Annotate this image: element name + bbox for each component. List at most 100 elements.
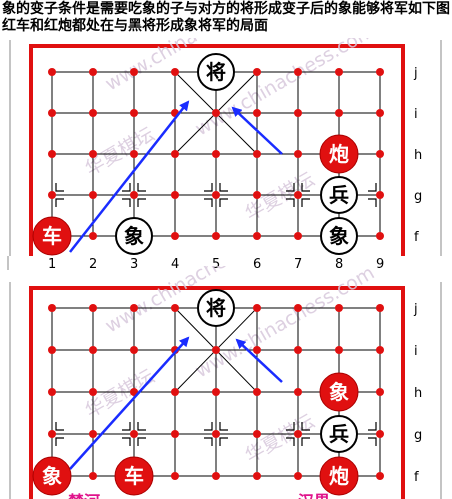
marker [137,183,146,192]
file-number-strip [8,256,444,270]
piece-disc [320,176,358,214]
point [376,430,384,438]
river-label-left: 禁河 [68,492,100,499]
marker [137,422,146,431]
file-number: 2 [89,257,97,270]
piece-disc [197,289,235,327]
file-number: 1 [48,257,56,270]
point [89,68,97,76]
caption: 象的变子条件是需要吃象的子与对方的将形成变子后的象能够将军如下图红车和红炮都处在… [2,1,450,34]
file-number: 5 [212,257,220,270]
file-number: 9 [376,257,384,270]
marker [286,437,295,446]
marker [368,183,377,192]
rank-letter: i [414,107,418,122]
point [294,150,302,158]
board-bottom-svg: www.chinachess.com华夏棋坛www.chinachess.com… [9,266,442,499]
red-chariot: 车 [32,216,72,256]
marker [286,183,295,192]
point [89,191,97,199]
point [253,346,261,354]
marker [204,183,213,192]
marker [368,437,377,446]
marker [122,422,131,431]
point [294,68,302,76]
marker [368,422,377,431]
point [212,346,220,354]
point [171,388,179,396]
point [212,109,220,117]
point [294,346,302,354]
red-elephant-1: 象 [319,372,359,412]
point [335,68,343,76]
file-number: 6 [253,257,261,270]
point [171,232,179,240]
point [212,191,220,199]
rank-letter: j [413,302,418,317]
marker [301,183,310,192]
move-arrow [69,336,190,470]
marker [122,198,131,207]
piece-label: 兵 [329,422,349,446]
piece-disc [319,134,359,174]
marker [55,183,64,192]
point [48,191,56,199]
board-frame [29,44,405,270]
rank-letter: j [413,66,418,81]
piece-disc [114,456,154,496]
marker [301,422,310,431]
point [212,430,220,438]
marker [219,422,228,431]
marker [204,198,213,207]
point [48,388,56,396]
point [253,430,261,438]
point [212,388,220,396]
piece-disc [319,372,359,412]
marker [301,198,310,207]
rank-letter: f [414,470,419,485]
point [89,430,97,438]
point [130,191,138,199]
piece-disc [32,216,72,256]
piece-disc [32,456,72,496]
file-number: 3 [130,257,138,270]
red-cannon: 炮 [319,134,359,174]
marker [137,198,146,207]
position-markers [55,183,377,207]
point [89,472,97,480]
position-markers [55,422,377,446]
piece-label: 炮 [329,142,349,166]
piece-disc [320,217,358,255]
move-arrow [235,338,283,383]
point [376,472,384,480]
piece-label: 将 [206,296,226,320]
point [48,68,56,76]
point [253,150,261,158]
file-number: 7 [294,257,302,270]
black-general: 将 [197,53,235,91]
watermark-text: 华夏棋坛 [242,168,319,225]
red-cannon: 炮 [319,456,359,496]
black-elephant-2: 象 [320,217,358,255]
point [89,304,97,312]
file-number: 4 [171,257,179,270]
point [212,472,220,480]
rank-letter: f [414,230,419,245]
point [294,304,302,312]
rank-letter: i [414,344,418,359]
piece-label: 象 [329,224,349,248]
point [376,304,384,312]
marker [286,198,295,207]
point [253,472,261,480]
point [376,346,384,354]
point [48,304,56,312]
rank-letter: h [414,386,422,401]
point [376,109,384,117]
marker [122,437,131,446]
point [171,191,179,199]
watermark-text: 华夏棋坛 [242,410,319,467]
rank-letter: g [414,189,422,204]
point [171,68,179,76]
point [130,304,138,312]
